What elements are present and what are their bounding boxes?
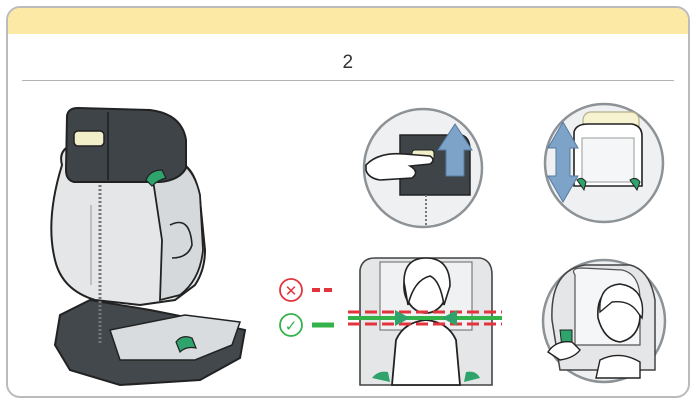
- booster-seat-illustration: [51, 108, 245, 385]
- headrest-height-detail: [545, 104, 663, 222]
- child-fit-illustration: [348, 258, 502, 385]
- wrong-indicator: ✕: [280, 279, 334, 301]
- right-indicator: ✓: [280, 314, 334, 336]
- headrest-adjust-detail: [364, 109, 482, 227]
- side-view-detail: [543, 260, 665, 382]
- right-icon: ✓: [285, 317, 298, 335]
- wrong-icon: ✕: [285, 282, 298, 300]
